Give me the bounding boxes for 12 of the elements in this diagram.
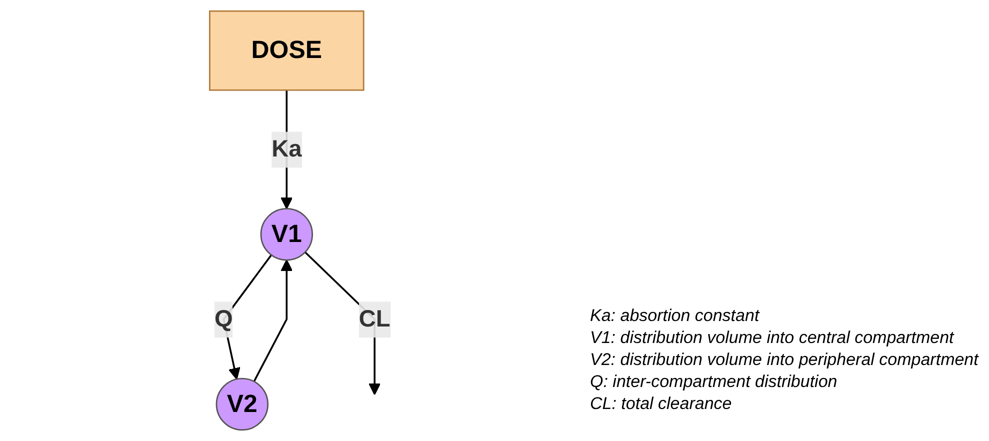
legend-note: V1: distribution volume into central compartment — [590, 327, 956, 349]
legend-note: CL: total clearance — [590, 393, 733, 415]
node-circle: V2 — [216, 378, 269, 431]
legend-note: Ka: absortion constant — [590, 305, 761, 327]
node-circle: V1 — [260, 208, 314, 261]
node-box: DOSE — [209, 10, 364, 91]
legend-note: V2: distribution volume into peripheral compartment — [590, 349, 978, 371]
edge-label: Q — [214, 306, 233, 332]
edge-label: Ka — [272, 136, 302, 162]
edge-label: CL — [358, 306, 390, 332]
arrow — [253, 259, 293, 382]
legend-note: Q: inter-compartment distribution — [590, 371, 838, 393]
